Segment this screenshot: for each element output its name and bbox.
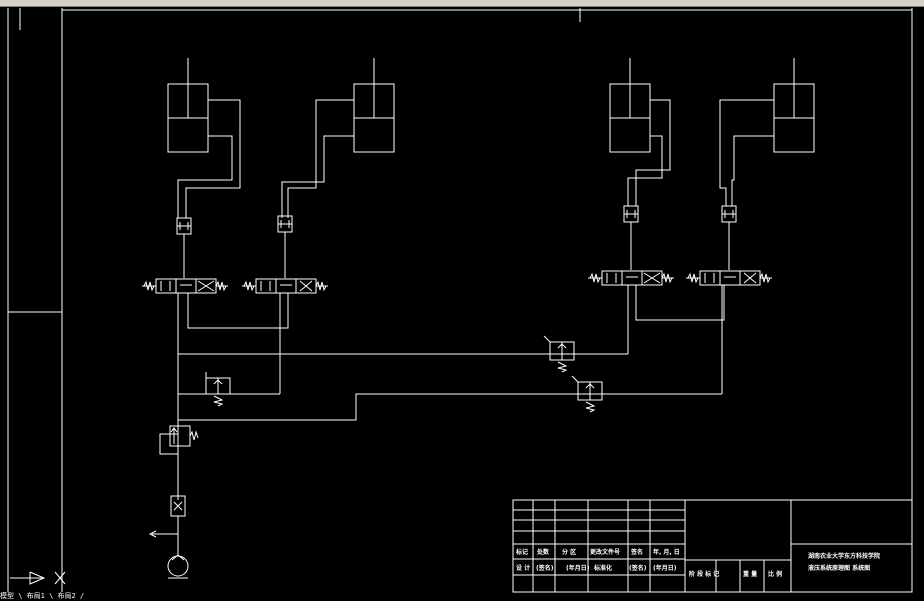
hydraulic-cylinder-2[interactable]: [353, 58, 395, 153]
design-cell-date: (年月日): [566, 564, 590, 572]
hydraulic-cylinder-1[interactable]: [167, 58, 209, 153]
title-block: [512, 499, 913, 593]
header-cell-zone: 分 区: [562, 548, 576, 556]
drawing-name: 液压系统原理图 系统图: [808, 564, 870, 572]
drawing-frame: [7, 8, 913, 592]
pressure-valve-3[interactable]: [571, 375, 603, 413]
scale-label: 比 例: [768, 570, 782, 578]
design-cell-label: 设 计: [516, 564, 530, 572]
header-cell-count: 处数: [536, 548, 550, 556]
design-cell-standard: 标准化: [593, 564, 612, 572]
hydraulic-cylinder-3[interactable]: [609, 58, 651, 153]
header-cell-change-doc: 更改文件号: [590, 548, 620, 556]
directional-valve-2[interactable]: [242, 278, 328, 294]
pipe-cylinder-1: [177, 99, 241, 218]
design-cell-signature: (签名): [536, 564, 554, 572]
return-arrow: [148, 530, 178, 538]
stage-label: 阶 段 标 记: [689, 570, 719, 578]
pressure-valve-2[interactable]: [543, 335, 575, 373]
title-block-header-row: 标记 处数 分 区 更改文件号 签名 年, 月, 日: [515, 548, 680, 556]
weight-label: 重 量: [743, 570, 757, 578]
directional-valve-3[interactable]: [588, 270, 674, 286]
ucs-axis-icon: [10, 571, 66, 585]
directional-valve-4[interactable]: [686, 270, 772, 286]
header-cell-mark: 标记: [515, 548, 528, 556]
institution-name: 湖南农业大学东方科技学院: [808, 552, 880, 560]
header-cell-date: 年, 月, 日: [653, 548, 680, 556]
main-relief-valve[interactable]: [159, 425, 199, 455]
pressure-valve-1[interactable]: [205, 372, 231, 407]
hydraulic-cylinder-4[interactable]: [773, 58, 815, 153]
pipe-main-supply: [178, 353, 722, 421]
pipe-cylinder-4: [719, 99, 774, 206]
pipe-valve-return-right: [627, 285, 725, 394]
hydraulic-lock-1[interactable]: [176, 217, 192, 278]
design-cell-signature-2: (签名): [629, 564, 647, 572]
hydraulic-lock-3[interactable]: [623, 205, 639, 270]
pipe-valve-return-left: [177, 293, 289, 500]
filter[interactable]: [170, 454, 186, 556]
pipe-cylinder-2: [281, 99, 354, 218]
hydraulic-lock-4[interactable]: [721, 205, 737, 270]
design-cell-date-2: (年月日): [653, 564, 677, 572]
title-block-stage-row: 阶 段 标 记 重 量 比 例: [689, 570, 782, 578]
header-cell-signature: 签名: [630, 548, 643, 556]
hydraulic-lock-2[interactable]: [277, 215, 293, 278]
pipe-cylinder-3: [627, 99, 671, 206]
layout-tabs-status[interactable]: 模型 \ 布局1 \ 布局2 /: [0, 592, 85, 600]
application-toolbar-strip: [0, 0, 924, 7]
directional-valve-1[interactable]: [142, 278, 228, 294]
hydraulic-pump[interactable]: [167, 554, 189, 579]
title-block-design-row: 设 计 (签名) (年月日) 标准化 (签名) (年月日): [516, 564, 677, 572]
